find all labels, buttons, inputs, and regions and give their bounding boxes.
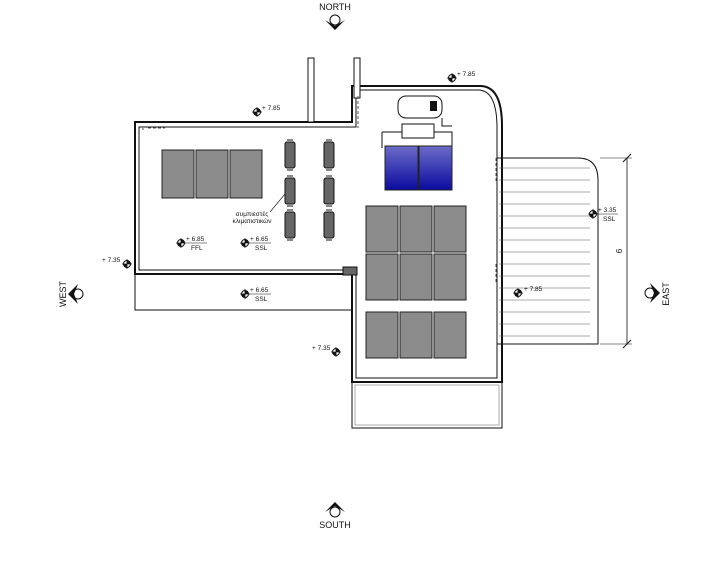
elev-ssl-value-2: + 6.65 <box>250 287 269 294</box>
pv-panel <box>229 149 263 199</box>
pv-panel <box>399 253 433 301</box>
south-arrow-icon <box>325 502 345 512</box>
pv-panel <box>399 205 433 253</box>
tank-support <box>401 123 435 139</box>
vent-pipe-right <box>353 57 361 99</box>
south-balcony-inner <box>354 384 500 426</box>
compressor-unit <box>284 211 296 239</box>
south-circle <box>329 506 341 518</box>
south-marker: SOUTH <box>319 502 351 530</box>
solar-collector-2 <box>418 145 453 191</box>
north-arrow-icon <box>325 20 345 30</box>
compressor-unit <box>323 177 335 205</box>
compressors-label-line1: συμπιεστές <box>236 210 269 218</box>
west-balcony <box>134 273 353 311</box>
south-balcony <box>351 381 503 429</box>
compressor-unit <box>284 177 296 205</box>
drain-block <box>342 266 358 276</box>
elev-roof-top: + 7.85 <box>457 71 476 78</box>
vent-pipe-left <box>307 57 315 123</box>
south-label: SOUTH <box>319 520 351 530</box>
elev-roof-left: + 7.85 <box>262 105 281 112</box>
compressor-unit <box>323 211 335 239</box>
ramp-steps <box>499 167 590 337</box>
compressors-label-line2: κλιματιστικών <box>233 217 272 225</box>
elev-ssl-value-1: + 6.65 <box>250 236 269 243</box>
elev-ffl-tag: FFL <box>191 245 203 252</box>
east-arrow-icon <box>650 283 660 303</box>
elev-ffl-value: + 6.85 <box>186 236 205 243</box>
compressor-unit <box>323 141 335 169</box>
north-label: NORTH <box>319 2 351 12</box>
building-outline <box>134 57 503 429</box>
elev-ramp-tag: SSL <box>603 216 616 223</box>
north-marker: NORTH <box>319 2 351 30</box>
pv-panels <box>161 149 467 359</box>
pv-panel <box>433 311 467 359</box>
east-ramp <box>497 157 599 345</box>
pv-panel <box>365 311 399 359</box>
north-circle <box>329 14 341 26</box>
solar-collector-1 <box>384 145 419 191</box>
solar-collectors <box>384 145 453 191</box>
pv-panel <box>195 149 229 199</box>
water-heater <box>381 95 453 148</box>
elev-west-edge: + 7.35 <box>102 257 121 264</box>
pv-panel <box>365 253 399 301</box>
elev-east-edge: + 7.85 <box>524 286 543 293</box>
west-arrow-icon <box>68 284 78 304</box>
east-label: EAST <box>661 282 671 306</box>
ac-compressors <box>284 139 335 241</box>
pv-panel <box>399 311 433 359</box>
level-markers <box>122 73 598 357</box>
elev-south-wall: + 7.35 <box>312 345 331 352</box>
pv-panel <box>433 253 467 301</box>
west-marker: WEST <box>58 280 84 307</box>
ramp-dimension: 6 <box>600 153 632 349</box>
elev-ssl-tag-2: SSL <box>255 296 268 303</box>
elev-ramp-value: + 3.35 <box>598 207 617 214</box>
elev-ssl-tag-1: SSL <box>255 245 268 252</box>
inner-wall <box>138 89 498 379</box>
ramp-width-dimension: 6 <box>615 248 624 253</box>
ramp-outline <box>497 157 599 345</box>
compressor-unit <box>284 141 296 169</box>
east-marker: EAST <box>644 282 671 306</box>
west-label: WEST <box>58 280 68 307</box>
pv-panel <box>161 149 195 199</box>
pv-panel <box>433 205 467 253</box>
pv-panel <box>365 205 399 253</box>
